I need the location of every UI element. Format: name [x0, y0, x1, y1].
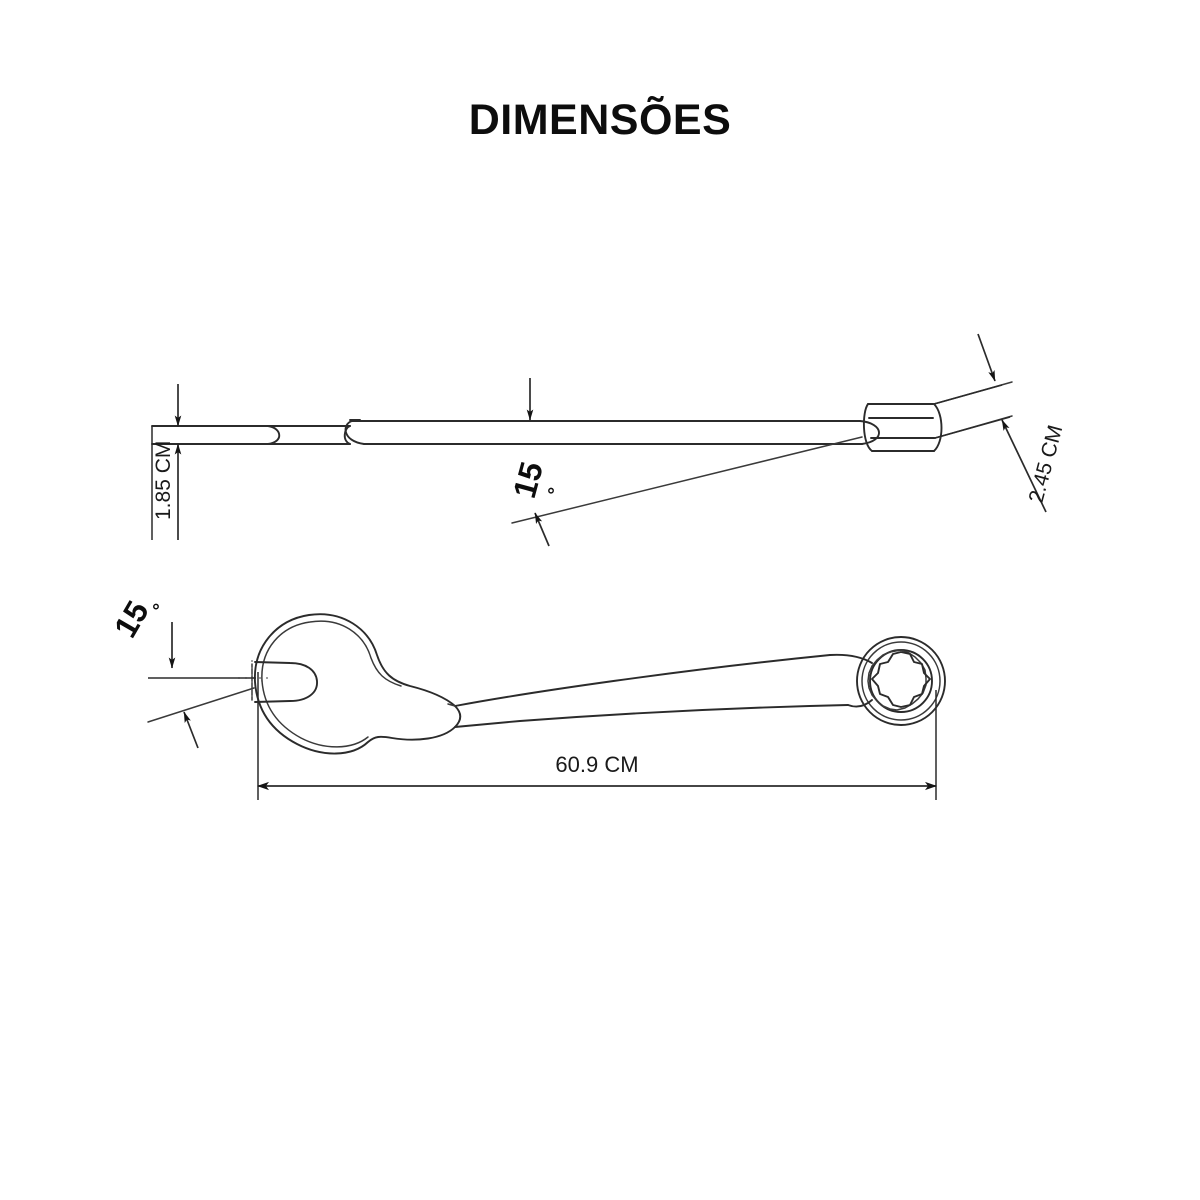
side-profile-view: 1.85 CM 2.45 CM 15 ° [151, 333, 1068, 547]
dimension-handle-thickness: 1.85 CM [151, 384, 182, 540]
page-title: DIMENSÕES [468, 96, 732, 144]
profile-transition-shoulder [343, 419, 361, 445]
profile-box-end-block [863, 381, 1013, 452]
dimension-label-1-85-cm: 1.85 CM [152, 441, 175, 520]
angle-label-15-face: 15 [107, 595, 156, 644]
dimension-label-60-9-cm: 60.9 CM [555, 752, 638, 777]
profile-open-end-slab [151, 425, 351, 445]
angle-degree-symbol-profile: ° [545, 486, 567, 499]
dimension-overall-length: 60.9 CM [257, 672, 937, 800]
box-end-head [829, 636, 946, 726]
dimension-label-2-45-cm: 2.45 CM [1025, 423, 1068, 506]
profile-box-end-notch [859, 420, 880, 445]
profile-handle-shaft [344, 420, 863, 445]
angle-label-15-profile: 15 [506, 458, 550, 502]
wrench-handle [447, 654, 849, 728]
angle-box-end-offset: 15 ° [506, 436, 863, 547]
open-end-head [251, 613, 462, 755]
dimension-box-end-thickness: 2.45 CM [933, 333, 1068, 513]
plan-face-view: 15 ° 60.9 CM [107, 595, 946, 800]
angle-open-end-head: 15 ° [107, 595, 256, 749]
